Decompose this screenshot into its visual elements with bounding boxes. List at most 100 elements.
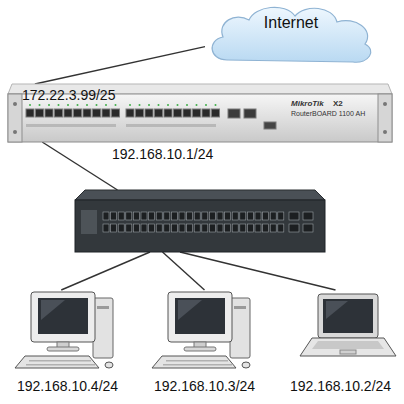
status-led (48, 104, 50, 106)
ethernet-port (64, 109, 72, 117)
drive-slot (97, 306, 109, 309)
desktop-computer: 192.168.10.3/24 (142, 290, 267, 396)
internet-cloud-outline (205, 2, 377, 64)
screen-glare (326, 301, 348, 319)
ethernet-port (26, 109, 34, 117)
monitor-screen (175, 298, 225, 334)
switch-port (240, 224, 246, 232)
status-led (177, 104, 179, 106)
sfp-port (289, 224, 299, 232)
status-led (167, 104, 169, 106)
network-switch (75, 190, 325, 252)
key-row (163, 364, 232, 366)
ethernet-port (102, 109, 110, 117)
laptop-computer: 192.168.10.2/24 (278, 290, 403, 396)
model-name: RouterBOARD 1100 AH (291, 110, 365, 118)
ethernet-port (164, 109, 172, 117)
status-led (158, 104, 160, 106)
touchpad (340, 350, 356, 354)
switch-port (270, 212, 276, 220)
switch-port (278, 212, 284, 220)
ethernet-port (112, 109, 120, 117)
keyboard (15, 356, 99, 368)
ip-address: 192.168.10.3/24 (142, 378, 267, 394)
status-led (86, 104, 88, 106)
key-row (29, 360, 91, 362)
switch-port (179, 224, 185, 232)
sfp-port (303, 212, 313, 220)
ethernet-port (155, 109, 163, 117)
switch-port (263, 212, 269, 220)
switch-port (217, 212, 223, 220)
laptop-keys (312, 341, 384, 349)
switch-port (232, 224, 238, 232)
switch-port (263, 224, 269, 232)
switch-port (164, 212, 170, 220)
pc-tower (230, 298, 250, 358)
desktop-computer: 192.168.10.4/24 (5, 290, 130, 396)
network-cable (35, 47, 205, 84)
switch-port (126, 224, 132, 232)
network-cable (163, 252, 205, 290)
monitor-base (184, 347, 216, 351)
switch-port (171, 212, 177, 220)
model-badge: X2 (333, 99, 343, 108)
switch-port (209, 224, 215, 232)
status-led (148, 104, 150, 106)
status-led (105, 104, 107, 106)
switch-port (111, 212, 117, 220)
switch-port (179, 212, 185, 220)
switch-port (209, 212, 215, 220)
console-port (264, 122, 276, 129)
switch-port (187, 224, 193, 232)
switch-port (103, 212, 109, 220)
ip-address: 172.22.3.99/25 (22, 87, 115, 103)
ethernet-port (212, 109, 220, 117)
ethernet-port (93, 109, 101, 117)
ethernet-port (55, 109, 63, 117)
monitor-screen (38, 298, 88, 334)
rack-ear (378, 94, 392, 142)
laptop-lid (318, 294, 378, 338)
monitor-base (47, 347, 79, 351)
ip-address: 192.168.10.1/24 (112, 146, 213, 162)
screw-hole (383, 130, 387, 134)
status-led (39, 104, 41, 106)
switch-port (194, 212, 200, 220)
laptop-base (300, 338, 396, 356)
internet-cloud: Internet (205, 2, 377, 64)
keyboard (152, 356, 236, 368)
switch-port (156, 212, 162, 220)
switch-port (247, 212, 253, 220)
status-led (186, 104, 188, 106)
sfp-port (289, 212, 299, 220)
ethernet-port (193, 109, 201, 117)
ip-address: 192.168.10.4/24 (5, 378, 130, 394)
laptop-screen (323, 299, 373, 333)
switch-port (255, 212, 261, 220)
ethernet-port (183, 109, 191, 117)
ethernet-port (83, 109, 91, 117)
status-led (215, 104, 217, 106)
key-row (26, 364, 95, 366)
switch-front (75, 200, 325, 252)
switch-port (171, 224, 177, 232)
switch-port (194, 224, 200, 232)
ethernet-port (45, 109, 53, 117)
switch-port (225, 212, 231, 220)
switch-port (217, 224, 223, 232)
status-led (77, 104, 79, 106)
sfp-port (303, 224, 313, 232)
screen-glare (41, 300, 65, 320)
switch-top (75, 190, 325, 200)
network-cable (61, 252, 150, 290)
switch-port (164, 224, 170, 232)
mouse (105, 362, 113, 368)
ethernet-port (136, 109, 144, 117)
led-panel (81, 210, 97, 234)
status-led (115, 104, 117, 106)
switch-port (225, 224, 231, 232)
switch-port (255, 224, 261, 232)
switch-port (278, 224, 284, 232)
